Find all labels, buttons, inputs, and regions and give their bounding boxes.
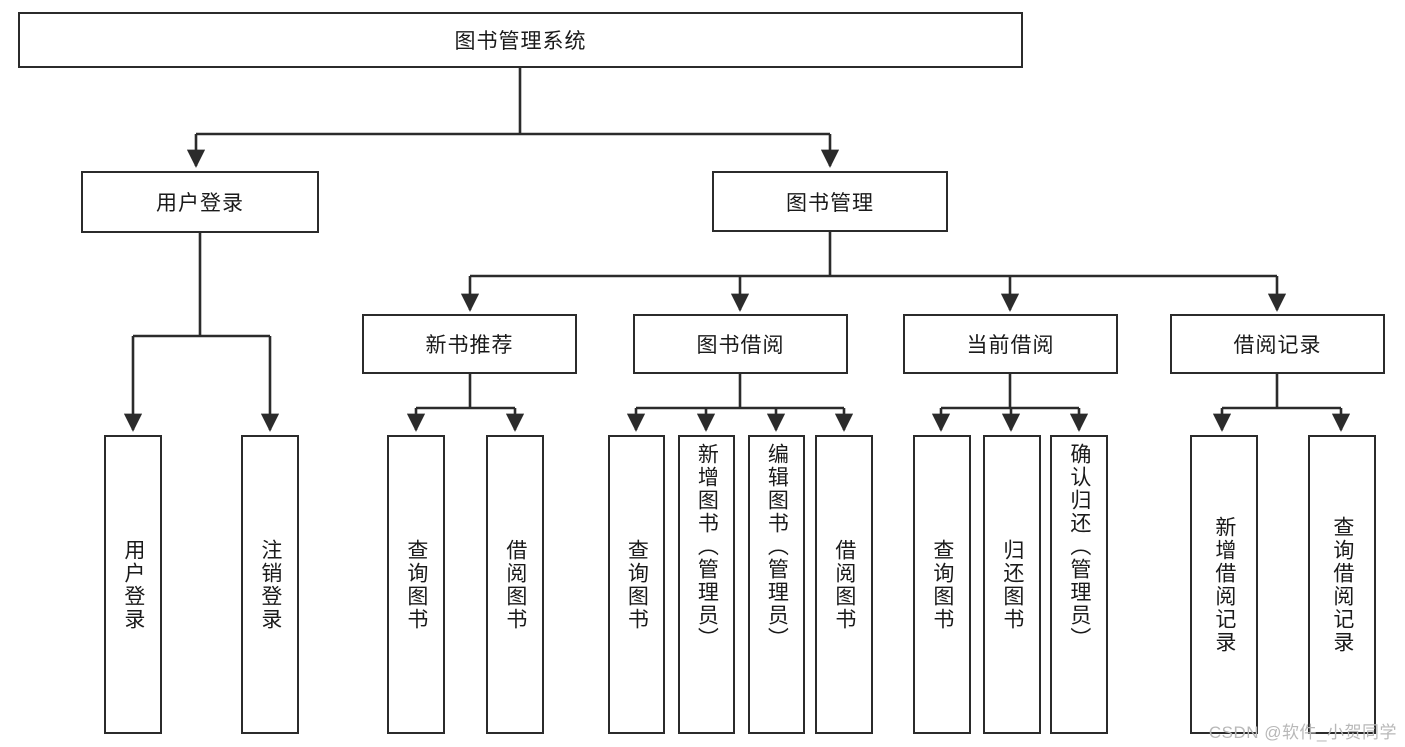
node-leaf-return-book-label: 归还图书 (1000, 538, 1024, 631)
node-user-login-label: 用户登录 (156, 192, 244, 215)
node-leaf-query-record[interactable]: 查询借阅记录 (1308, 435, 1376, 734)
node-leaf-query-book-2[interactable]: 查询图书 (608, 435, 665, 734)
node-leaf-add-book[interactable]: 新增图书（管理员） (678, 435, 735, 734)
node-leaf-query-book-1[interactable]: 查询图书 (387, 435, 445, 734)
node-current-borrow-label: 当前借阅 (966, 334, 1055, 357)
node-leaf-query-book-2-label: 查询图书 (625, 538, 649, 631)
node-leaf-borrow-book-1-label: 借阅图书 (503, 538, 527, 631)
node-book-borrow[interactable]: 图书借阅 (633, 314, 848, 374)
node-leaf-edit-book-label: 编辑图书（管理员） (765, 443, 789, 650)
node-leaf-return-book[interactable]: 归还图书 (983, 435, 1041, 734)
node-leaf-query-book-3[interactable]: 查询图书 (913, 435, 971, 734)
node-leaf-borrow-book-2-label: 借阅图书 (832, 538, 856, 631)
node-borrow-record-label: 借阅记录 (1233, 334, 1322, 357)
node-root-label: 图书管理系统 (454, 30, 587, 53)
node-leaf-confirm-return[interactable]: 确认归还（管理员） (1050, 435, 1108, 734)
node-user-login[interactable]: 用户登录 (81, 171, 319, 233)
node-book-manage[interactable]: 图书管理 (712, 171, 948, 232)
node-root[interactable]: 图书管理系统 (18, 12, 1023, 68)
node-current-borrow[interactable]: 当前借阅 (903, 314, 1118, 374)
node-leaf-borrow-book-2[interactable]: 借阅图书 (815, 435, 873, 734)
node-leaf-add-record-label: 新增借阅记录 (1212, 515, 1236, 654)
node-leaf-query-record-label: 查询借阅记录 (1330, 515, 1354, 654)
node-leaf-user-logout[interactable]: 注销登录 (241, 435, 299, 734)
node-leaf-query-book-3-label: 查询图书 (930, 538, 954, 631)
node-leaf-borrow-book-1[interactable]: 借阅图书 (486, 435, 544, 734)
node-new-book-recommend[interactable]: 新书推荐 (362, 314, 577, 374)
node-leaf-user-login-label: 用户登录 (121, 538, 145, 631)
node-new-book-recommend-label: 新书推荐 (425, 334, 514, 357)
node-leaf-user-logout-label: 注销登录 (258, 538, 282, 631)
node-book-borrow-label: 图书借阅 (696, 334, 785, 357)
node-leaf-user-login[interactable]: 用户登录 (104, 435, 162, 734)
node-leaf-add-record[interactable]: 新增借阅记录 (1190, 435, 1258, 734)
node-book-manage-label: 图书管理 (786, 191, 874, 215)
node-leaf-edit-book[interactable]: 编辑图书（管理员） (748, 435, 805, 734)
node-leaf-add-book-label: 新增图书（管理员） (695, 443, 719, 650)
node-leaf-confirm-return-label: 确认归还（管理员） (1067, 443, 1091, 650)
node-borrow-record[interactable]: 借阅记录 (1170, 314, 1385, 374)
node-leaf-query-book-1-label: 查询图书 (404, 538, 428, 631)
